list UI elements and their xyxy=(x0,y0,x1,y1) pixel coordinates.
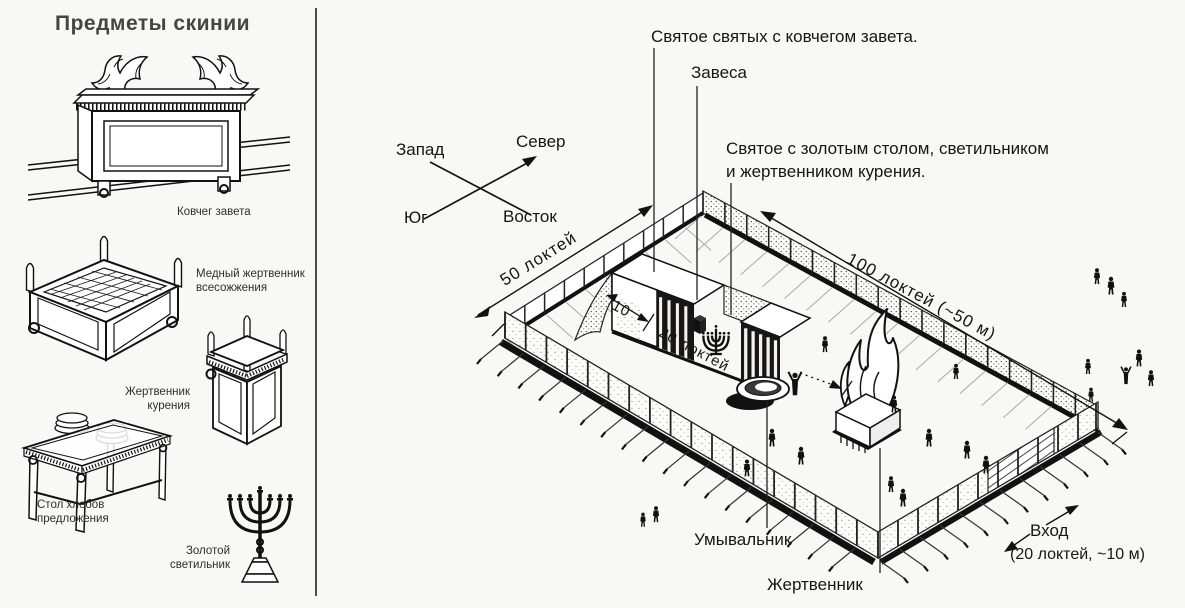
incense-altar-in-tent xyxy=(694,315,706,334)
tent xyxy=(573,252,812,398)
label-entrance: Вход xyxy=(1030,521,1069,540)
bronze-altar-grate xyxy=(49,270,163,311)
label-holy-place-2: и жертвенником курения. xyxy=(726,162,926,181)
menorah-illustration xyxy=(227,486,293,583)
dim-100-cubits xyxy=(760,211,1128,445)
showbread-table-illustration xyxy=(20,412,174,533)
compass-arrows xyxy=(423,156,537,220)
page-title: Предметы скинии xyxy=(55,12,251,35)
entrance-arrows xyxy=(1004,505,1079,552)
panel-divider xyxy=(315,8,317,596)
compass-north: Север xyxy=(516,132,566,151)
laver xyxy=(726,376,790,410)
label-showbread-table: Стол хлебов предложения xyxy=(37,499,109,525)
label-veil: Завеса xyxy=(691,63,747,82)
label-entrance-dim: (20 локтей, ~10 м) xyxy=(1010,546,1145,563)
ark-illustration xyxy=(28,55,291,201)
bronze-altar-illustration xyxy=(25,235,183,362)
leader-lines xyxy=(653,48,881,573)
label-ark: Ковчег завета xyxy=(177,206,251,218)
label-menorah: Золотой светильник xyxy=(170,545,230,571)
burnt-offering-altar xyxy=(832,308,902,453)
label-bronze-altar: Медный жертвенник всесожжения xyxy=(196,268,305,294)
compass-south: Юг xyxy=(404,208,428,227)
compass-west: Запад xyxy=(396,140,445,159)
label-laver: Умывальник xyxy=(694,530,792,549)
ark-cherubim xyxy=(90,55,250,104)
dim-50-cubits xyxy=(474,205,653,337)
label-holy-of-holies: Святое святых с ковчегом завета. xyxy=(651,27,918,46)
tent-drape-skirt xyxy=(573,271,613,342)
fence-front-right xyxy=(876,400,1128,585)
label-holy-place-1: Святое с золотым столом, светильником xyxy=(726,139,1049,158)
incense-altar-illustration xyxy=(205,315,288,446)
compass-east: Восток xyxy=(503,207,557,226)
menorah-flames xyxy=(227,486,293,501)
veil-pillars xyxy=(657,290,694,361)
label-incense-altar: Жертвенник курения xyxy=(125,386,190,412)
dim-10-20-cubits xyxy=(606,294,853,398)
ark-chest xyxy=(72,88,261,198)
label-altar: Жертвенник xyxy=(767,575,863,594)
